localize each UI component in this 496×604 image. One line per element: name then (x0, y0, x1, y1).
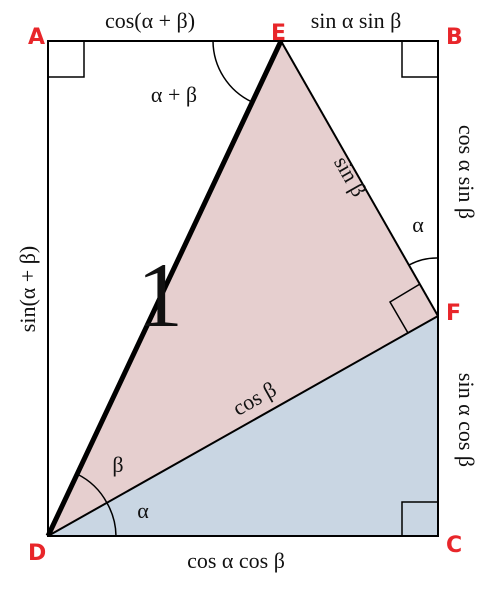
label-angle-f: α (412, 212, 424, 237)
label-eb-sin-alpha-sin-beta: sin α sin β (311, 8, 402, 33)
right-angle-f (388, 283, 421, 334)
label-ad-sin-alpha-plus-beta: sin(α + β) (15, 246, 40, 332)
angle-arc-f (408, 257, 439, 266)
point-label-b: B (446, 25, 463, 50)
label-bf-cos-alpha-sin-beta: cos α sin β (454, 125, 479, 219)
angle-arc-d-upper (76, 473, 108, 504)
angle-arc-e (212, 40, 253, 103)
right-angle-a (48, 41, 85, 78)
outer-rectangle (47, 40, 439, 537)
label-angle-e: α + β (151, 82, 197, 107)
point-label-e: E (271, 21, 286, 46)
label-dc-cos-alpha-cos-beta: cos α cos β (187, 548, 285, 573)
point-label-d: D (28, 541, 46, 566)
triangle-def (48, 41, 438, 536)
angle-arc-d-lower (106, 502, 117, 537)
label-hypotenuse-one: 1 (137, 244, 183, 346)
line-df (47, 315, 439, 537)
label-angle-d-upper: β (112, 452, 123, 477)
label-ae-cos-alpha-plus-beta: cos(α + β) (105, 8, 195, 33)
right-angle-b (401, 41, 438, 78)
point-label-f: F (446, 301, 461, 326)
label-angle-d-lower: α (137, 498, 149, 523)
line-ef (280, 40, 439, 317)
point-label-a: A (28, 25, 45, 50)
line-de-hypotenuse (45, 39, 284, 538)
label-fc-sin-alpha-cos-beta: sin α cos β (454, 373, 479, 467)
point-label-c: C (446, 533, 462, 558)
right-angle-c (401, 501, 438, 536)
